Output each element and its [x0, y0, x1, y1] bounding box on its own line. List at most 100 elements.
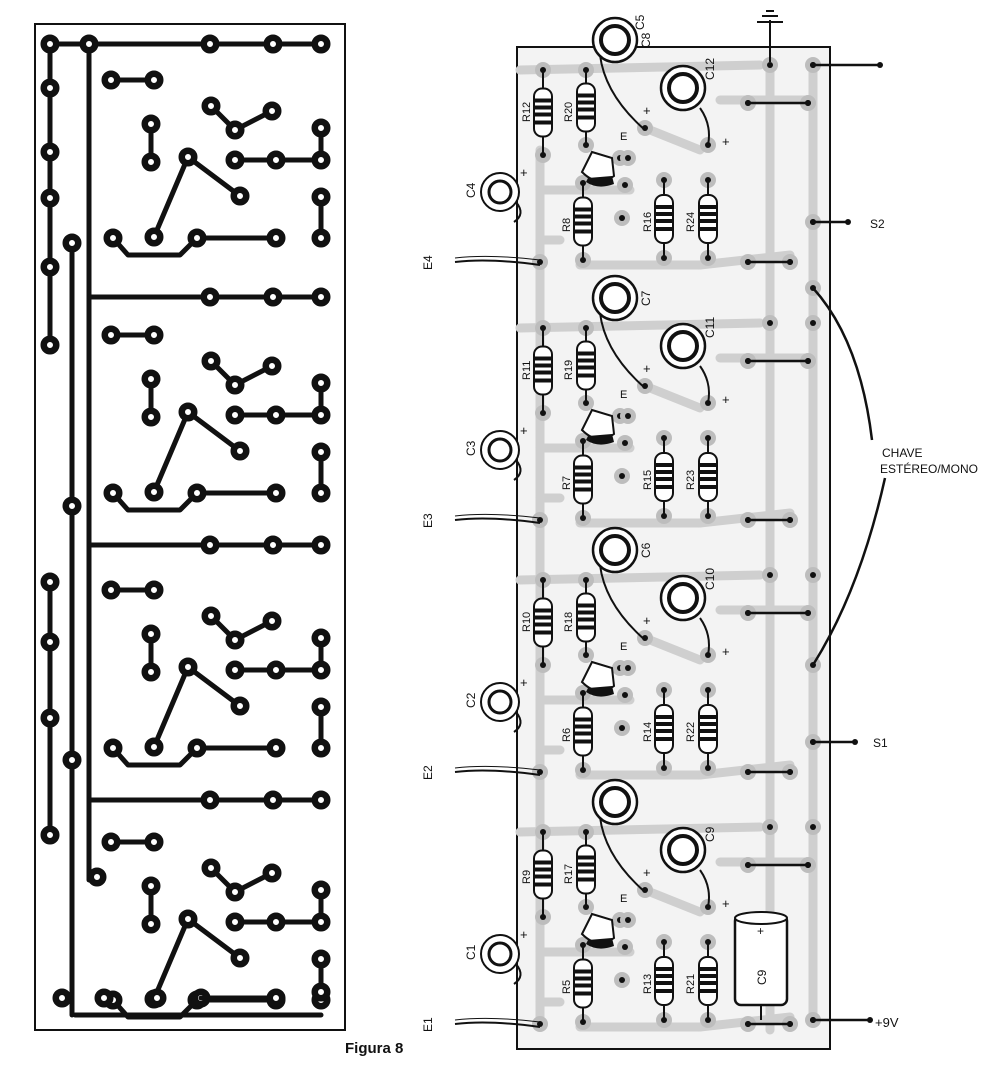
pad-hole — [147, 120, 155, 128]
board-pad-hole — [537, 259, 543, 265]
plus-sign: + — [722, 896, 730, 911]
board-pad-hole — [625, 917, 631, 923]
resistor-band — [699, 967, 717, 971]
s1-label: S1 — [873, 736, 888, 750]
wire-end — [787, 1021, 793, 1027]
resistor-label: R9 — [521, 870, 533, 884]
board-trace — [645, 125, 705, 155]
board-pad-hole — [537, 769, 543, 775]
board-traces — [515, 57, 821, 1035]
board-trace — [645, 887, 705, 917]
pad-hole — [317, 796, 325, 804]
pad-hole — [68, 502, 76, 510]
pad-hole — [206, 40, 214, 48]
resistor-band — [534, 105, 552, 110]
power-capacitor-top — [734, 911, 788, 925]
pad-hole — [206, 796, 214, 804]
resistor-band — [655, 989, 673, 993]
resistor-band — [655, 463, 673, 467]
copper-trace — [110, 490, 279, 513]
resistor-band — [534, 120, 552, 125]
pad-hole — [207, 357, 215, 365]
capacitor-lead — [513, 963, 522, 985]
pad-hole — [93, 873, 101, 881]
input-wire — [454, 765, 541, 771]
pad-hole — [317, 988, 325, 996]
capacitor-label: C3 — [464, 440, 478, 456]
pad-hole — [107, 838, 115, 846]
copper-trace — [151, 916, 243, 1002]
wire-end — [745, 259, 751, 265]
resistor-band — [574, 717, 592, 722]
resistor-band — [699, 974, 717, 978]
resistor-band — [577, 869, 595, 874]
resistor-band — [577, 107, 595, 112]
resistor-band — [699, 470, 717, 474]
pad-hole — [272, 234, 280, 242]
resistor-label: R19 — [563, 360, 575, 380]
switch-wire-lower — [811, 477, 887, 666]
pad-hole — [85, 40, 93, 48]
wire-end — [787, 259, 793, 265]
resistor-band — [577, 351, 595, 356]
board-pad-hole — [810, 824, 816, 830]
plus-sign: + — [643, 103, 651, 118]
pad-hole — [46, 40, 54, 48]
capacitor-lead — [699, 869, 710, 908]
pad-hole — [150, 331, 158, 339]
plus-sign: + — [722, 392, 730, 407]
pad-hole — [317, 634, 325, 642]
capacitor-lead — [699, 107, 710, 146]
pad-hole — [46, 194, 54, 202]
board-trace — [515, 570, 765, 585]
pad-hole — [317, 379, 325, 387]
board-pad-hole — [625, 155, 631, 161]
pad-hole — [184, 153, 192, 161]
input-wire — [454, 1021, 541, 1028]
resistor-band — [699, 722, 717, 726]
pad-hole — [317, 666, 325, 674]
pad-hole — [193, 234, 201, 242]
plus-sign: + — [757, 924, 764, 938]
wire-end — [810, 219, 816, 225]
pad-hole — [317, 541, 325, 549]
input-label: E2 — [421, 765, 435, 780]
resistor-label: R21 — [685, 974, 697, 994]
resistor-band — [577, 373, 595, 378]
resistor-band — [574, 976, 592, 981]
resistor-band — [655, 205, 673, 209]
board-pad-hole — [622, 944, 628, 950]
pad-hole — [317, 293, 325, 301]
wire-end — [805, 358, 811, 364]
pad-hole — [269, 40, 277, 48]
wire-end — [745, 358, 751, 364]
pad-hole — [268, 617, 276, 625]
electrolytic-top — [667, 834, 699, 866]
board-pad-hole — [625, 413, 631, 419]
resistor-band — [574, 229, 592, 234]
resistor-band — [534, 112, 552, 117]
resistor-label: R15 — [642, 470, 654, 490]
electrolytic-top — [667, 72, 699, 104]
board-trace — [645, 383, 705, 413]
pad-hole — [46, 341, 54, 349]
board-pad-hole — [767, 824, 773, 830]
resistor-band — [534, 860, 552, 865]
resistor-band — [699, 212, 717, 216]
resistor-band — [655, 219, 673, 223]
resistor-band — [577, 358, 595, 363]
input-wire — [454, 259, 541, 266]
pad-hole — [231, 156, 239, 164]
capacitor-label: C12 — [703, 58, 717, 80]
resistor-band — [574, 731, 592, 736]
pad-hole — [184, 408, 192, 416]
resistor-band — [699, 729, 717, 733]
resistor-label: R5 — [561, 980, 573, 994]
resistor-label: R23 — [685, 470, 697, 490]
resistor-band — [534, 356, 552, 361]
board-pad-hole — [537, 517, 543, 523]
capacitor-lead — [599, 54, 646, 131]
input-label: E4 — [421, 255, 435, 270]
